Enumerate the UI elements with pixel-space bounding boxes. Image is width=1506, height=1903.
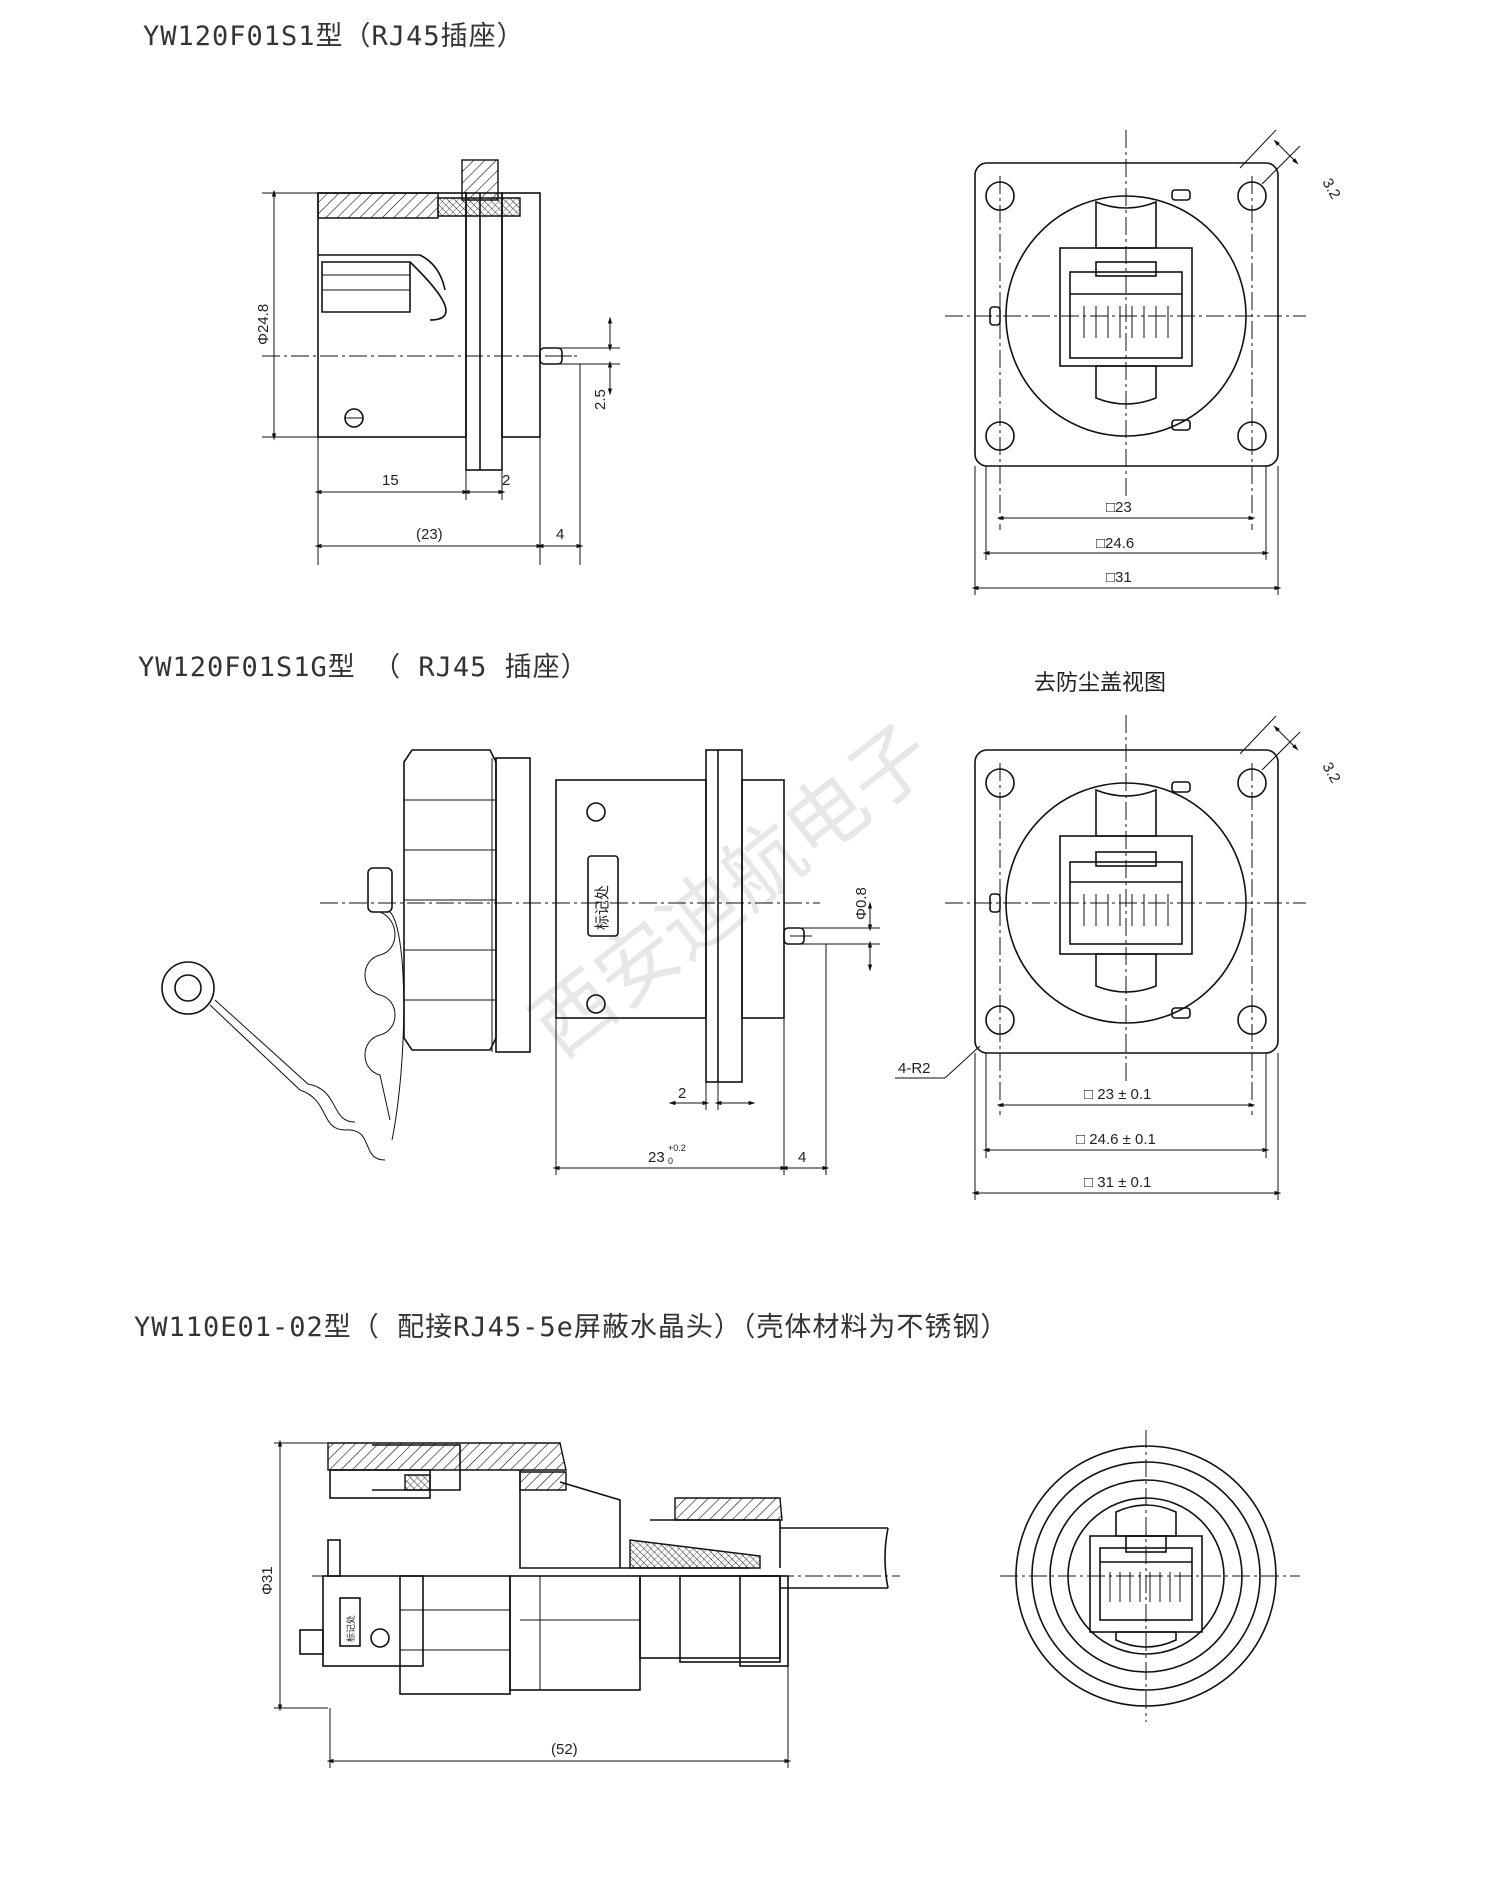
s1-dim-23: (23) — [416, 526, 443, 543]
s2-dim-23: 23 — [648, 1149, 665, 1166]
watermark: 西安迪航电子 — [514, 706, 950, 1075]
section3-side-view: 标记处 Φ31 (52) — [259, 1439, 900, 1768]
s1-dim-sq23: □23 — [1106, 499, 1132, 516]
s2-dim-2: 2 — [678, 1085, 686, 1102]
s1-pin-row — [1083, 306, 1169, 338]
s1-dim-diameter: Φ24.8 — [255, 304, 272, 345]
s2-dim-tol-upper: +0.2 — [668, 1143, 686, 1153]
section3-title: YW110E01-02型（ 配接RJ45-5e屏蔽水晶头）（壳体材料为不锈钢） — [134, 1312, 1009, 1343]
s1-dim-4: 4 — [556, 526, 564, 543]
section1-front-view: 3.2 □23 □24.6 □31 — [945, 129, 1344, 595]
s2-pin-row — [1083, 894, 1169, 926]
section1-title: YW120F01S1型（RJ45插座） — [143, 21, 525, 52]
s3-dim-total: (52) — [551, 1741, 578, 1758]
section3-front-view — [1000, 1430, 1300, 1722]
s2-dim-tol-lower: 0 — [668, 1156, 673, 1166]
s2-dim-sq23: □ 23 ± 0.1 — [1084, 1086, 1151, 1103]
s1-dim-sq24-6: □24.6 — [1096, 535, 1134, 552]
section2-front-view: 去防尘盖视图 3.2 4-R2 □ 23 ± 0.1 — [895, 671, 1344, 1200]
s1-dim-2: 2 — [502, 472, 510, 489]
s1-dim-pin-offset: 2.5 — [592, 389, 609, 410]
s1-dim-sq31: □31 — [1106, 569, 1132, 586]
s3-mark-text: 标记处 — [345, 1615, 356, 1642]
section1-side-view: Φ24.8 2.5 15 2 (23) 4 — [255, 159, 620, 565]
s2-view-caption: 去防尘盖视图 — [1034, 671, 1166, 696]
section2-side-view: 标记处 Φ0.8 2 23 +0.2 0 4 — [161, 749, 880, 1175]
s3-pin-row — [1109, 1572, 1181, 1602]
s3-dim-diameter: Φ31 — [259, 1566, 276, 1595]
s2-dim-4: 4 — [798, 1149, 806, 1166]
s2-dim-sq31: □ 31 ± 0.1 — [1084, 1174, 1151, 1191]
s2-mark-text: 标记处 — [594, 885, 611, 930]
s1-dim-15: 15 — [382, 472, 399, 489]
s2-dim-sq24-6: □ 24.6 ± 0.1 — [1076, 1131, 1156, 1148]
section2-title: YW120F01S1G型 （ RJ45 插座） — [138, 652, 589, 683]
s2-mark-label: 标记处 — [594, 885, 611, 930]
s2-dim-radius: 4-R2 — [898, 1060, 931, 1077]
s2-dim-hole: 3.2 — [1319, 760, 1344, 787]
s1-dim-hole: 3.2 — [1319, 176, 1344, 203]
s2-dim-pin: Φ0.8 — [853, 887, 870, 920]
